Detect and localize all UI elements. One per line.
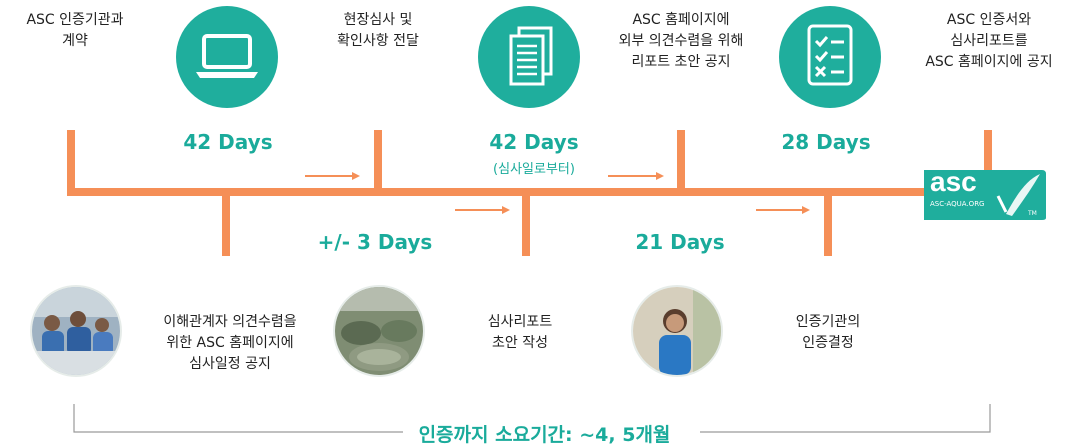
- duration-label: 42 Days: [183, 130, 273, 154]
- checklist-circle: [779, 6, 881, 108]
- checklist-icon: [807, 24, 853, 86]
- duration-label: 21 Days: [635, 230, 725, 254]
- step-label-onsite-audit: 현장심사 및 확인사항 전달: [337, 12, 419, 49]
- step-label-draft-report: 심사리포트 초안 작성: [487, 314, 553, 351]
- timeline-stub-bottom: [522, 192, 530, 256]
- footer-bracket: [73, 404, 991, 433]
- arrow-icon: [455, 206, 510, 214]
- timeline-stub-top: [677, 130, 685, 192]
- laptop-circle: [176, 6, 278, 108]
- timeline-stub-top: [984, 130, 992, 192]
- meeting-photo: [32, 287, 120, 375]
- farm-photo: [335, 287, 423, 375]
- asc-logo-icon: [924, 170, 1046, 220]
- asc-logo-subtext: ASC-AQUA.ORG: [930, 200, 985, 208]
- duration-sublabel: (심사일로부터): [493, 162, 575, 177]
- asc-logo: asc ASC-AQUA.ORG TM: [924, 166, 1048, 222]
- asc-logo-text: asc: [930, 166, 977, 197]
- arrow-icon: [608, 172, 664, 180]
- total-duration-text: 인증까지 소요기간: ~4, 5개월: [402, 424, 687, 446]
- document-icon: [509, 26, 553, 86]
- duration-label: 42 Days: [489, 130, 579, 154]
- step-label-certification-decision: 인증기관의 인증결정: [795, 314, 861, 351]
- step-label-audit-notice: 이해관계자 의견수렴을 위한 ASC 홈페이지에 심사일정 공지: [163, 314, 297, 372]
- auditor-photo: [633, 287, 721, 375]
- step-label-contract: ASC 인증기관과 계약: [26, 12, 124, 49]
- duration-label: +/- 3 Days: [317, 230, 433, 254]
- timeline-stub-top: [67, 130, 75, 192]
- arrow-icon: [756, 206, 810, 214]
- timeline-stub-bottom: [824, 192, 832, 256]
- step-label-certificate-posting: ASC 인증서와 심사리포트를 ASC 홈페이지에 공지: [925, 12, 1053, 70]
- duration-label: 28 Days: [781, 130, 871, 154]
- timeline-stub-top: [374, 130, 382, 192]
- document-circle: [478, 6, 580, 108]
- arrow-icon: [305, 172, 360, 180]
- laptop-icon: [196, 34, 258, 78]
- total-duration-label: 인증까지 소요기간: ~4, 5개월: [0, 420, 1089, 447]
- asc-logo-tm: TM: [1028, 210, 1037, 217]
- step-label-draft-posting: ASC 홈페이지에 외부 의견수렴을 위해 리포트 초안 공지: [618, 12, 744, 70]
- timeline-stub-bottom: [222, 192, 230, 256]
